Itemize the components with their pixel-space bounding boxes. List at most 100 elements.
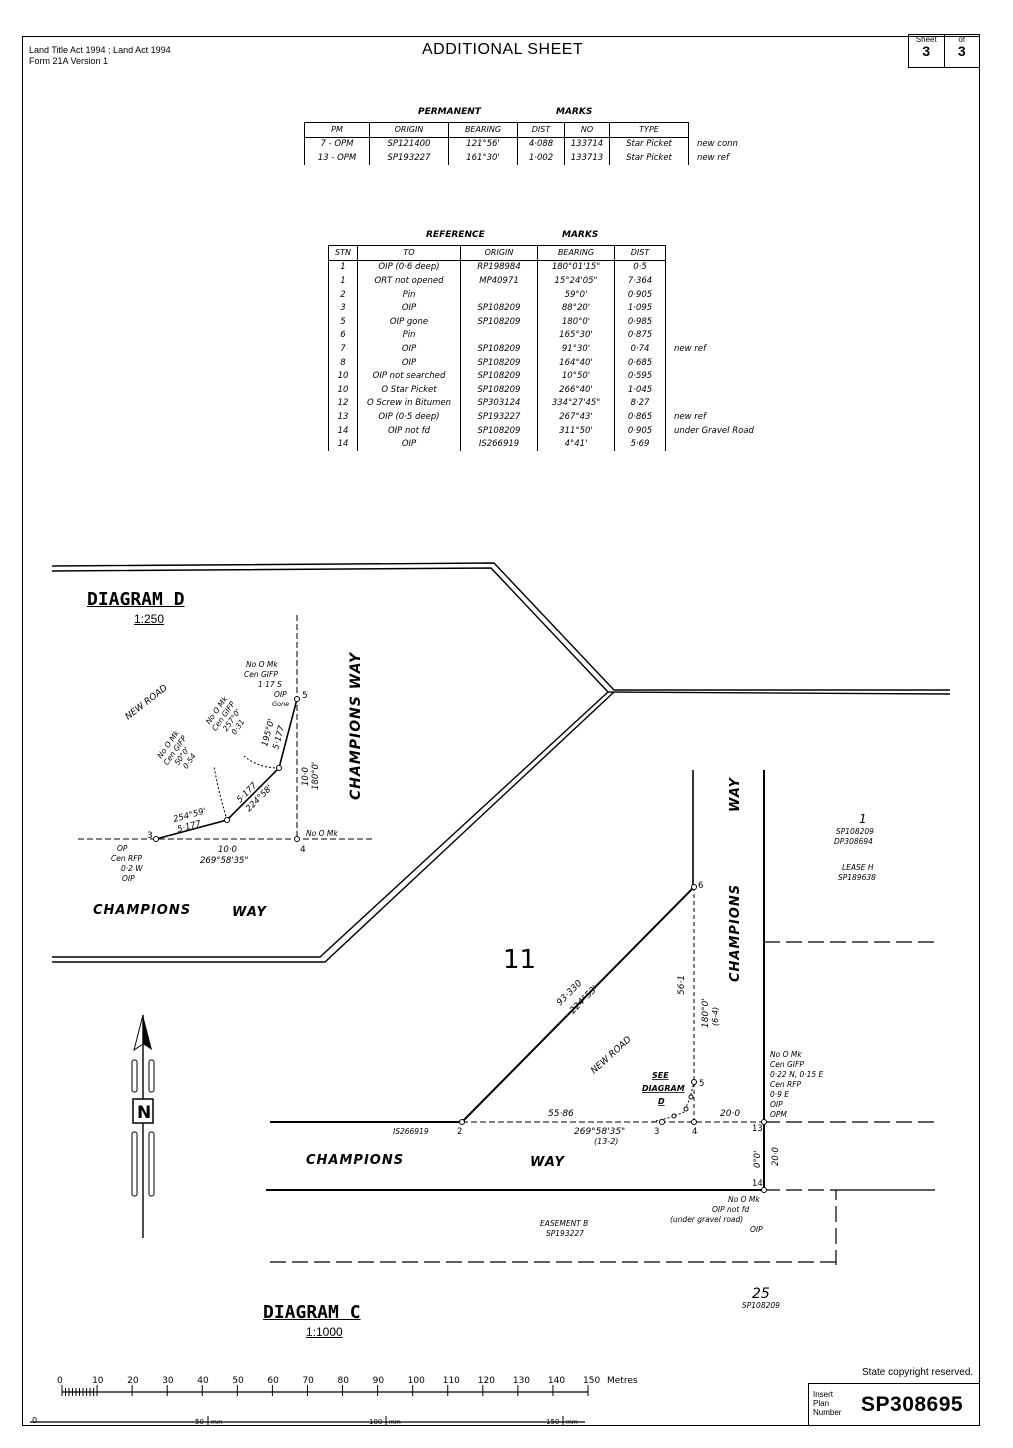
lease-ref: SP189638 (838, 873, 876, 882)
lot-1-label: 1 (859, 812, 867, 826)
plan-label-line: Plan (813, 1399, 830, 1408)
dist-cell: 0·985 (614, 314, 666, 329)
line-bottom-bearing: 269°58'35" (574, 1127, 625, 1137)
station-4-label: 4 (300, 845, 306, 855)
col-header: ORIGIN (460, 245, 538, 261)
station-5-label: 5 (699, 1079, 704, 1089)
station-5-note: 1·17 S (258, 680, 282, 689)
north-arrow-box (132, 1098, 154, 1124)
dist-cell: 0·74 (614, 342, 666, 356)
dist-cell: 0·875 (614, 328, 666, 343)
diagram-d-stations (153, 696, 300, 842)
north-arrow-icon: N (131, 1014, 155, 1238)
dist-cell: 1·045 (614, 382, 666, 397)
permanent-marks-title-2: MARKS (556, 107, 593, 117)
station-3-note: OP (117, 844, 128, 853)
station-3-label: 3 (654, 1127, 659, 1137)
scale-tick-label: 50 (232, 1376, 244, 1386)
station-3-note: 0·2 W (121, 864, 143, 873)
line-3-4-dist: 10·0 (218, 845, 237, 855)
reference-marks-title: REFERENCE (426, 230, 485, 240)
station-13-note: OIP (770, 1100, 783, 1109)
reference-marks-header: STN TO ORIGIN BEARING DIST (328, 245, 758, 261)
scale-tick-label: 30 (162, 1376, 174, 1386)
station-4-label: 4 (692, 1127, 697, 1137)
road-boundary-line (52, 691, 609, 958)
station-marker (659, 1119, 665, 1125)
dist-cell: 0·5 (614, 260, 666, 275)
station-marker (761, 1187, 767, 1193)
note-cell: new ref (674, 343, 706, 354)
note-cell: new ref (674, 411, 706, 422)
page-frame (22, 36, 980, 1426)
station-13-note: 0·9 E (770, 1090, 789, 1099)
lot-25-ref: SP108209 (742, 1301, 780, 1310)
station-marker (688, 1094, 694, 1100)
champions-label: CHAMPIONS (93, 903, 191, 918)
line-2-6 (461, 886, 695, 1123)
station-5-note: No O Mk (246, 660, 278, 669)
lot-25-label: 25 (752, 1286, 770, 1302)
see-diagram-line: D (658, 1097, 665, 1106)
scale-tick-label: 110 (443, 1376, 460, 1386)
mm-unit: mm (389, 1419, 401, 1426)
north-arrow-bracket (148, 1059, 155, 1093)
north-arrow-head (143, 1015, 152, 1050)
note-cell: under Gravel Road (674, 425, 754, 436)
offset-line (243, 755, 280, 769)
origin-2-label: IS266919 (393, 1127, 429, 1136)
offset-line (213, 765, 228, 821)
station-13-note: 0·22 N, 0·15 E (770, 1070, 824, 1079)
road-boundaries (51, 562, 951, 963)
mm-50: 50 (195, 1418, 204, 1426)
station-3-note: Cen RFP (111, 854, 143, 863)
line-4-13-dist: 20·0 (720, 1109, 740, 1119)
scale-tick-label: 20 (127, 1376, 139, 1386)
station-4-note: No O Mk (306, 829, 338, 838)
of-cell: of 3 (945, 35, 980, 67)
scale-tick-label: 100 (408, 1376, 425, 1386)
type-cell: Star Picket (609, 151, 689, 165)
station-13-note: Cen RFP (770, 1080, 802, 1089)
road-boundary-line (51, 567, 951, 695)
plan-label-line: Insert (813, 1390, 834, 1399)
station-14-note: (under gravel road) (670, 1215, 743, 1224)
see-diagram-line: SEE (652, 1071, 669, 1080)
station-marker (294, 696, 300, 702)
diagram-d-scale: 1:250 (134, 612, 165, 626)
north-arrow-bracket (131, 1131, 138, 1197)
permanent-marks-title: PERMANENT (418, 107, 481, 117)
station-marker (224, 817, 230, 823)
dist-cell: 7·364 (614, 274, 666, 288)
point-a-note: No O Mk Cen GIFP 50°0' 0·54 (155, 728, 198, 770)
new-road-label: NEW ROAD (589, 1035, 633, 1076)
champions-vertical-label: CHAMPIONS (728, 884, 743, 982)
road-boundary-line (51, 562, 950, 691)
dist-cell: 5·69 (614, 437, 666, 451)
see-diagram-line: DIAGRAM (642, 1084, 685, 1093)
line-4-5-dist: 10·0 (301, 767, 311, 786)
line-3-4-bearing: 269°58'35" (200, 856, 248, 866)
curve-3-5 (155, 698, 298, 840)
diagram-c-labels: 11 1 SP108209 DP308694 LEASE H SP189638 … (306, 777, 876, 1310)
line-13-14-dist: 20·0 (771, 1147, 781, 1166)
scale-tick-label: 10 (92, 1376, 104, 1386)
station-14-label: 14 (752, 1179, 763, 1189)
point-b-note: No O Mk Cen GIFP 257°0' 0·31 (204, 694, 247, 736)
col-header: TYPE (609, 122, 689, 138)
dist-cell: 8·27 (614, 396, 666, 411)
copyright-notice: State copyright reserved. (862, 1367, 974, 1378)
line-6-4-bearing: 180°0' (701, 998, 711, 1028)
table-row: 13 - OPM SP193227 161°30' 1·002 133713 S… (304, 151, 742, 165)
way-vertical-label: WAY (728, 777, 743, 812)
diagram-c-stations (459, 884, 767, 1193)
